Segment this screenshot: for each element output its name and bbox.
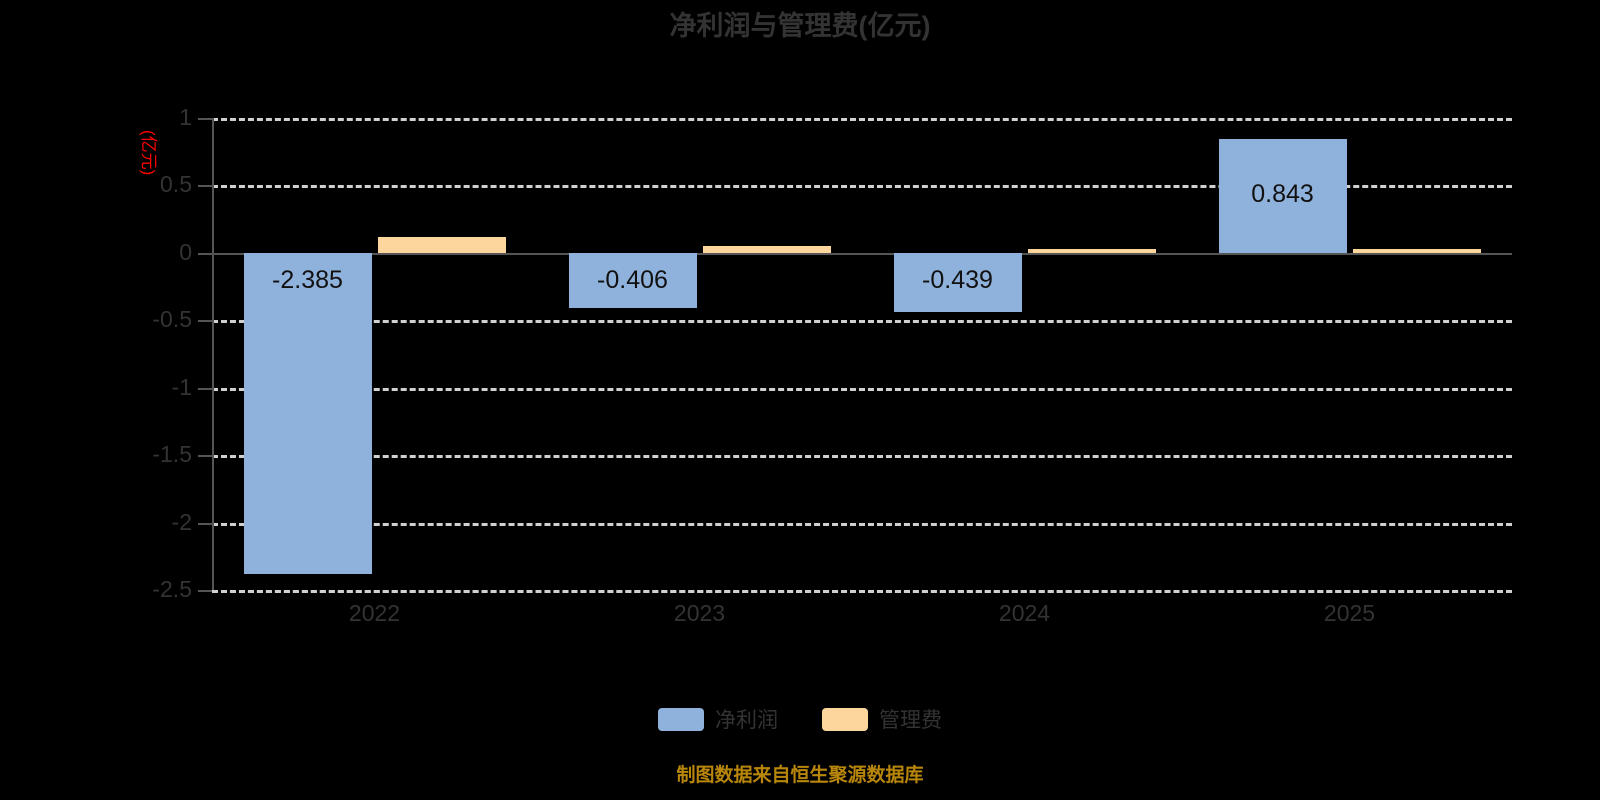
y-axis-tick — [198, 387, 212, 390]
x-axis-tick-label-2022: 2022 — [348, 600, 401, 626]
y-axis-tick — [198, 252, 212, 255]
legend-swatch-icon — [822, 707, 868, 731]
y-axis-tick-label: -1.5 — [152, 441, 192, 468]
y-axis-tick-label: -2.5 — [152, 576, 192, 602]
plot-area: -2.385 -0.406 -0.439 0.843 — [212, 118, 1512, 593]
bar-净利润-2023[interactable] — [568, 252, 697, 308]
gridline — [212, 252, 1512, 255]
y-axis-tick-label: 0.5 — [160, 171, 192, 198]
y-axis-tick-labels: 1 0.5 0 -0.5 -1 -1.5 -2 -2.5 — [120, 104, 192, 602]
y-axis-tick — [198, 185, 212, 188]
gridline — [212, 118, 1512, 121]
legend-item-管理费[interactable]: 管理费 — [822, 704, 942, 734]
legend-item-净利润[interactable]: 净利润 — [658, 704, 778, 734]
x-axis-tick-label-2024: 2024 — [998, 600, 1051, 626]
y-axis-tick-label: 1 — [179, 104, 192, 130]
gridline — [212, 320, 1512, 324]
bar-管理费-2023[interactable] — [702, 246, 831, 253]
gridline — [212, 522, 1512, 526]
bar-value-label: 0.843 — [1251, 180, 1314, 208]
legend-swatch-icon — [658, 707, 704, 731]
x-axis-line — [212, 590, 1512, 593]
y-axis-tick — [198, 522, 212, 525]
page-title: 净利润与管理费(亿元) — [669, 11, 931, 41]
bar-管理费-2025[interactable] — [1352, 249, 1481, 253]
y-axis-tick — [198, 118, 212, 120]
y-axis-tick — [198, 320, 212, 323]
bar-净利润-2022[interactable] — [243, 252, 372, 575]
y-axis-spine — [212, 118, 214, 590]
chart-legend: 净利润 管理费 — [0, 704, 1600, 734]
x-axis-tick-label-2025: 2025 — [1323, 600, 1376, 626]
bar-管理费-2022[interactable] — [377, 236, 506, 253]
y-axis-tick-label: 0 — [179, 238, 192, 265]
y-axis-tick — [198, 590, 212, 592]
gridline — [212, 185, 1512, 189]
x-axis-tick-label-2023: 2023 — [673, 600, 726, 626]
y-axis-tick — [198, 455, 212, 458]
footer-note: 制图数据来自恒生聚源数据库 — [676, 765, 924, 786]
bar-value-label: -0.406 — [597, 265, 668, 294]
y-axis-tick-label: -1 — [171, 373, 192, 400]
bar-净利润-2024[interactable] — [893, 252, 1022, 313]
legend-label: 管理费 — [879, 709, 942, 732]
bar-value-label: -2.385 — [272, 265, 343, 294]
y-axis-tick-label: -2 — [171, 508, 192, 535]
legend-label: 净利润 — [715, 709, 778, 732]
bar-净利润-2025[interactable] — [1218, 139, 1347, 253]
gridline — [212, 455, 1512, 459]
bar-value-label: -0.439 — [922, 265, 993, 294]
gridline — [212, 387, 1512, 391]
y-axis-tick-label: -0.5 — [152, 306, 192, 333]
bar-管理费-2024[interactable] — [1027, 248, 1156, 253]
